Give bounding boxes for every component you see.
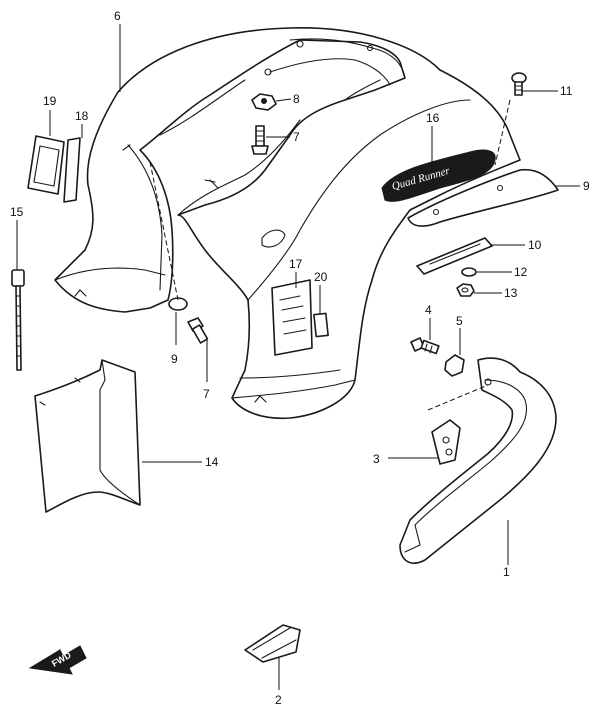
callout-7-lower: 7: [203, 387, 210, 401]
callout-6: 6: [114, 9, 121, 23]
callout-19: 19: [43, 94, 57, 108]
callout-20: 20: [314, 270, 328, 284]
mudflap-clip: [431, 419, 461, 465]
callout-16: 16: [426, 111, 440, 125]
bolt-4: [410, 337, 440, 355]
callout-8: 8: [293, 92, 300, 106]
callout-3: 3: [373, 452, 380, 466]
washer: [461, 267, 477, 277]
callout-labels: 1 2 3 4 5 6 7 7 8 9 9 10 11 12 13 14 15 …: [10, 9, 590, 707]
cable-tie: [11, 269, 25, 371]
clip-2: [244, 624, 301, 663]
bracket: [416, 237, 493, 275]
callout-2: 2: [275, 693, 282, 707]
callout-11: 11: [560, 84, 573, 98]
side-mount-strip: [407, 168, 559, 227]
bolt-7-lower: [187, 317, 209, 344]
leader-lines: [16, 24, 580, 690]
forward-arrow-icon: FWD: [28, 645, 87, 675]
rear-fender: [54, 27, 521, 420]
callout-15: 15: [10, 205, 24, 219]
nut-5: [444, 354, 465, 377]
small-label: [313, 312, 329, 338]
nut-13: [456, 283, 475, 297]
label-plate: [27, 135, 65, 195]
callout-18: 18: [75, 109, 89, 123]
clip-nut-8: [251, 93, 277, 111]
mud-flap: [34, 359, 141, 513]
callout-9-right: 9: [583, 179, 590, 193]
footrest-guard: [399, 357, 557, 564]
callout-10: 10: [528, 238, 542, 252]
callout-12: 12: [514, 265, 528, 279]
callout-7-upper: 7: [293, 130, 300, 144]
callout-14: 14: [205, 455, 219, 469]
caution-label: [271, 279, 313, 356]
callout-1: 1: [503, 565, 510, 579]
callout-4: 4: [425, 303, 432, 317]
callout-17: 17: [289, 257, 303, 271]
callout-9-left: 9: [171, 352, 178, 366]
callout-5: 5: [456, 314, 463, 328]
callout-13: 13: [504, 286, 518, 300]
label-strip: [63, 137, 81, 203]
bolt-7-upper: [251, 125, 269, 155]
screw-11: [511, 72, 527, 96]
